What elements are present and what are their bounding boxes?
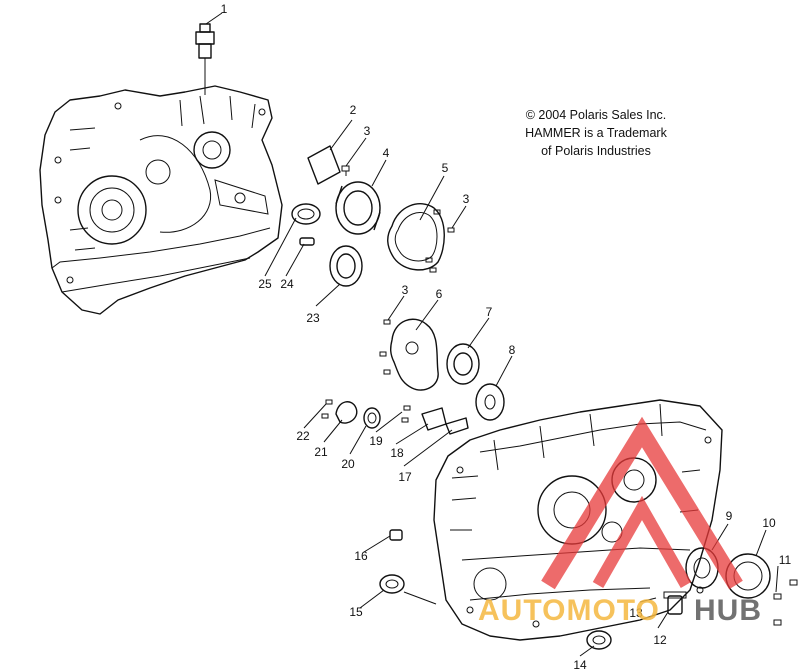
callout-9: 9 [726, 509, 733, 523]
copyright-line-2: HAMMER is a Trademark [525, 126, 667, 140]
seal-part-14 [586, 630, 612, 650]
callout-7: 7 [486, 305, 493, 319]
left-crankcase [39, 85, 283, 315]
gasket-part-5 [387, 203, 445, 271]
callout-17: 17 [398, 470, 412, 484]
cover-plate-part-6 [379, 318, 439, 391]
callout-11: 11 [779, 553, 792, 567]
bolts-part-11 [773, 579, 798, 626]
callout-4: 4 [383, 146, 390, 160]
callout-20: 20 [341, 457, 355, 471]
callout-12: 12 [653, 633, 667, 647]
plate-part-2 [307, 145, 341, 185]
callout-14: 14 [573, 658, 587, 672]
callout-3-b: 3 [463, 192, 470, 206]
callout-5: 5 [442, 161, 449, 175]
callout-16: 16 [354, 549, 368, 563]
bearing-part-4 [335, 181, 381, 235]
callout-25: 25 [258, 277, 272, 291]
callout-10: 10 [762, 516, 776, 530]
callout-3-c: 3 [402, 283, 409, 297]
watermark-brand-a: AUTOMOTO [478, 594, 660, 627]
watermark-logo [541, 416, 743, 590]
callout-1: 1 [221, 2, 228, 16]
screws-3-near-gasket [425, 209, 455, 273]
callout-15: 15 [349, 605, 363, 619]
dowel-pin-24 [299, 237, 315, 246]
seal-part-25 [291, 203, 321, 225]
watermark-brand: AUTOMOTO HUB [478, 594, 762, 627]
fitting-part-12 [663, 591, 687, 615]
callout-3-a: 3 [364, 124, 371, 138]
watermark-triangle-icon [541, 416, 743, 590]
bearing-part-23 [329, 245, 363, 287]
callout-13: 13 [629, 606, 643, 620]
callout-labels: 1 2 3 4 5 3 3 6 7 8 9 10 11 12 13 14 15 … [221, 2, 792, 672]
callout-18: 18 [390, 446, 404, 460]
callout-24: 24 [280, 277, 294, 291]
leader-lines [205, 12, 779, 657]
callout-19: 19 [369, 434, 383, 448]
callout-2: 2 [350, 103, 357, 117]
seal-part-8 [475, 383, 505, 421]
breather-fitting [195, 23, 215, 95]
callout-21: 21 [314, 445, 328, 459]
watermark-peak-icon [592, 495, 692, 588]
dowel-pin-16 [389, 529, 403, 541]
copyright-notice: © 2004 Polaris Sales Inc. HAMMER is a Tr… [525, 108, 667, 158]
copyright-line-3: of Polaris Industries [541, 144, 651, 158]
watermark-brand-b: HUB [694, 594, 762, 627]
callout-8: 8 [509, 343, 516, 357]
callout-22: 22 [296, 429, 310, 443]
screw-3a [341, 165, 350, 176]
bearing-part-7 [446, 343, 480, 385]
copyright-line-1: © 2004 Polaris Sales Inc. [526, 108, 667, 122]
callout-6: 6 [436, 287, 443, 301]
seal-part-15 [379, 574, 405, 594]
small-parts-18-22 [321, 399, 469, 435]
callout-23: 23 [306, 311, 320, 325]
